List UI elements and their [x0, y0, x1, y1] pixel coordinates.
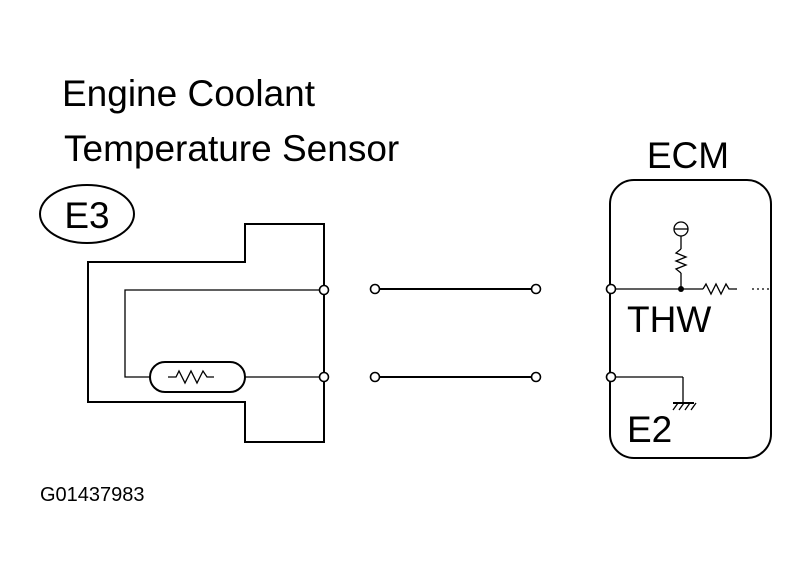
- harness-wire-thw-end-a: [369, 283, 381, 295]
- pin-label-thw: THW: [627, 299, 711, 340]
- harness-wire-e2-end-a: [369, 371, 381, 383]
- harness-wire-thw-end-b: [530, 283, 542, 295]
- connector-label: E3: [64, 195, 109, 236]
- pin-label-e2: E2: [627, 409, 672, 450]
- ecm-label: ECM: [647, 135, 729, 176]
- sensor-terminal-1: [318, 284, 330, 296]
- figure-id: G01437983: [40, 484, 145, 506]
- ecm-pullup-resistor-icon: [674, 248, 688, 274]
- ecm-box: [609, 179, 772, 459]
- sensor-internal-wire-upper: [124, 289, 319, 378]
- ecm-series-resistor-icon: [702, 282, 735, 296]
- sensor-body: [87, 223, 325, 443]
- connector-label-oval: [39, 184, 135, 244]
- sensor-title-line2: Temperature Sensor: [64, 128, 399, 169]
- sensor-title-line1: Engine Coolant: [62, 73, 316, 114]
- ground-icon: [672, 402, 697, 411]
- ecm-terminal-thw: [605, 283, 617, 295]
- harness-wire-e2-end-b: [530, 371, 542, 383]
- ecm-terminal-e2: [605, 371, 617, 383]
- thermistor-resistor-icon: [168, 369, 214, 385]
- thermistor-element: [149, 361, 246, 393]
- sensor-terminal-2: [318, 371, 330, 383]
